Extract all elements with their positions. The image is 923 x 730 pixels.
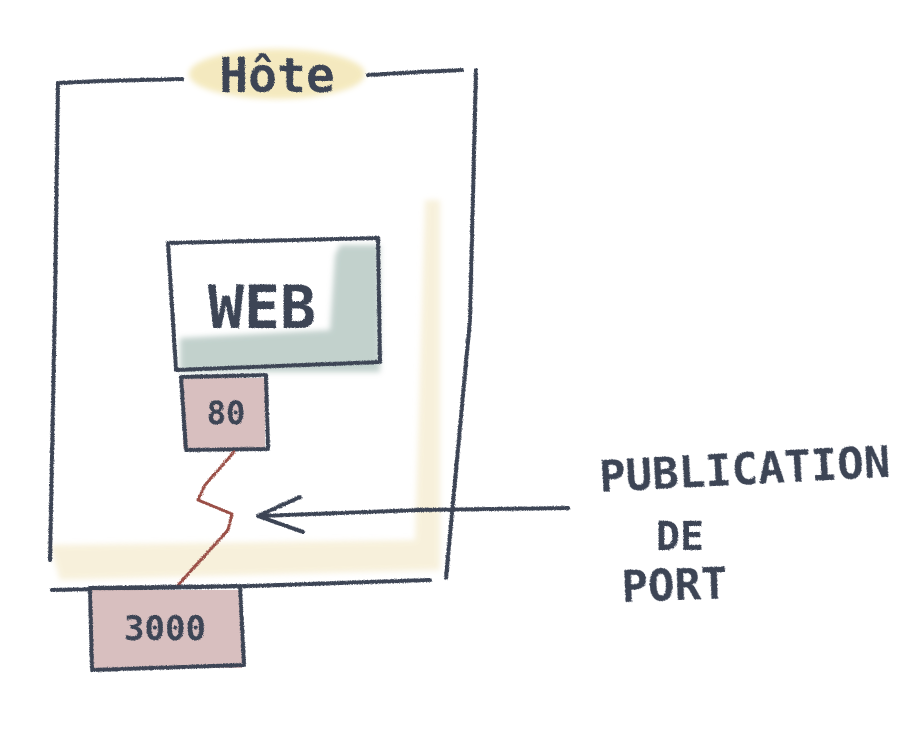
- container-port-label: 80: [207, 394, 246, 432]
- annotation-line-2: DE: [656, 514, 704, 560]
- host-port-label: 3000: [124, 609, 206, 649]
- container-shadow: [180, 245, 380, 372]
- container-label: WEB: [208, 273, 316, 343]
- host-label-highlight: [189, 49, 365, 99]
- host-shadow: [50, 200, 440, 580]
- host-label: Hôte: [219, 48, 335, 104]
- annotation: PUBLICATION DE PORT: [598, 437, 892, 613]
- annotation-arrow: [256, 495, 570, 534]
- host-port-box: [88, 584, 246, 672]
- container-box: [166, 236, 382, 372]
- container-port-box: [179, 373, 270, 452]
- annotation-line-1: PUBLICATION: [598, 437, 892, 503]
- port-link: [176, 450, 236, 587]
- annotation-line-3: PORT: [621, 558, 729, 613]
